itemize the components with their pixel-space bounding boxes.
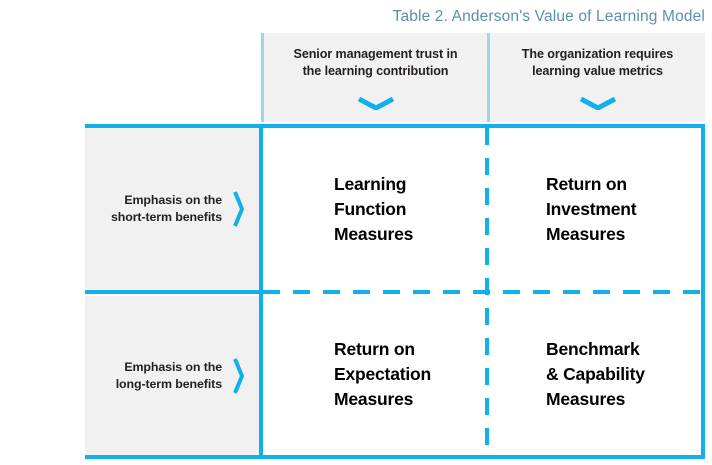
quadrant-cell-q4-line2: & Capability <box>546 364 645 384</box>
quadrant-cell-q4-line3: Measures <box>546 389 626 409</box>
chevron-right-icon <box>232 190 245 227</box>
chevron-right-icon <box>232 357 245 394</box>
quadrant-cell-q1: Learning Function Measures <box>263 128 485 290</box>
row-header-1-line1: Emphasis on the <box>124 192 222 207</box>
row-header-2: Emphasis on the long-term benefits <box>85 296 261 455</box>
quadrant-cell-q4: Benchmark & Capability Measures <box>489 294 701 455</box>
quadrant-divider-vertical <box>485 128 489 455</box>
quadrant-cell-q2-line3: Measures <box>546 223 626 244</box>
quadrant-cell-q3: Return on Expectation Measures <box>263 294 485 455</box>
chevron-down-icon <box>357 96 394 111</box>
column-header-2-text: The organization requires learning value… <box>521 46 674 80</box>
quadrant-cell-q1-line1: Learning <box>334 173 407 194</box>
column-header-1-text: Senior management trust in the learning … <box>294 46 458 80</box>
column-header-2-line2: learning value metrics <box>532 64 663 78</box>
column-header-1-line1: Senior management trust in <box>293 47 458 61</box>
column-header-1-line2: the learning contribution <box>302 64 449 78</box>
row-divider-left <box>85 290 263 294</box>
row-header-1-line2: short-term benefits <box>110 209 222 224</box>
row-header-1: Emphasis on the short-term benefits <box>85 128 261 289</box>
quadrant-cell-q4-text: Benchmark & Capability Measures <box>546 337 645 412</box>
quadrant-cell-q3-line3: Measures <box>334 389 414 409</box>
quadrant-cell-q2-text: Return on Investment Measures <box>546 172 637 247</box>
row-header-2-line1: Emphasis on the <box>124 359 222 374</box>
row-header-2-line2: long-term benefits <box>115 376 222 391</box>
row-header-1-text: Emphasis on the short-term benefits <box>111 192 222 226</box>
quadrant-cell-q1-text: Learning Function Measures <box>334 172 413 247</box>
column-header-2: The organization requires learning value… <box>487 33 705 122</box>
quadrant-cell-q3-line2: Expectation <box>334 364 431 384</box>
quadrant-cell-q4-line1: Benchmark <box>546 339 640 359</box>
quadrant-cell-q2-line2: Investment <box>546 198 637 219</box>
quadrant-cell-q2-line1: Return on <box>546 173 627 194</box>
column-header-1: Senior management trust in the learning … <box>261 33 487 122</box>
quadrant-cell-q1-line2: Function <box>334 198 407 219</box>
column-header-2-line1: The organization requires <box>521 47 674 61</box>
quadrant-cell-q2: Return on Investment Measures <box>489 128 701 290</box>
chevron-down-icon <box>579 96 616 111</box>
grid-border-top <box>85 124 705 128</box>
row-header-2-text: Emphasis on the long-term benefits <box>116 359 222 393</box>
grid-border-bottom <box>85 455 705 459</box>
page-title: Table 2. Anderson's Value of Learning Mo… <box>392 8 705 25</box>
quadrant-cell-q3-text: Return on Expectation Measures <box>334 337 431 412</box>
quadrant-cell-q1-line3: Measures <box>334 223 414 244</box>
quadrant-cell-q3-line1: Return on <box>334 339 415 359</box>
